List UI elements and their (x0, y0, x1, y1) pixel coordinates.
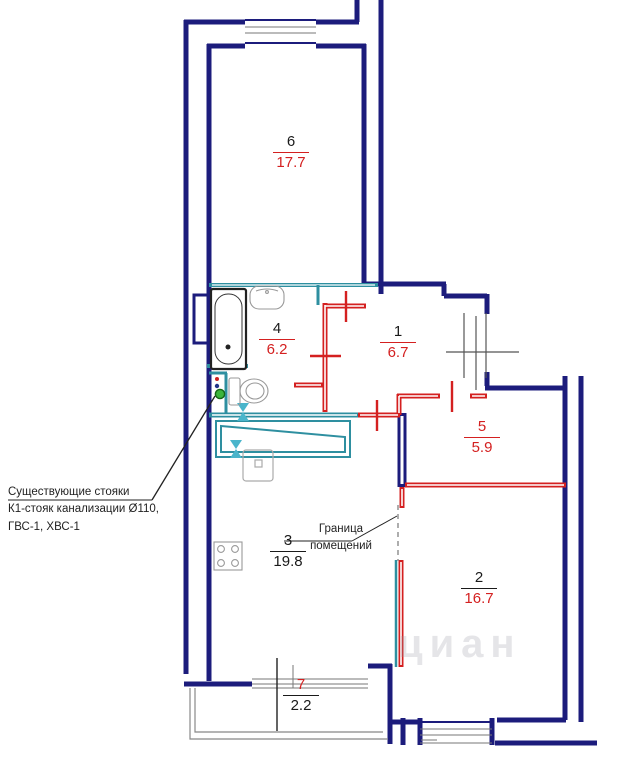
washing-machine (242, 449, 274, 482)
room-5-number: 5 (477, 418, 487, 435)
room-5-label: 5 5.9 (447, 418, 517, 457)
riser-shaft-pilaster (192, 293, 210, 345)
balcony-outline (189, 688, 388, 740)
room-4-label: 4 6.2 (242, 320, 312, 359)
room-5-divider (464, 436, 500, 438)
room-7-label: 7 2.2 (266, 676, 336, 715)
door-swing-symbols (230, 403, 249, 458)
risers-annotation-line2: К1-стояк канализации Ø110, (8, 503, 159, 516)
annotation-leaders (8, 395, 398, 542)
bathtub (209, 287, 248, 371)
room-7-area: 2.2 (290, 696, 312, 714)
room-3-label: 3 19.8 (253, 532, 323, 571)
room-3-area: 19.8 (273, 552, 303, 570)
watermark: циан (398, 622, 522, 666)
room-2-divider (461, 587, 497, 589)
room-1-label: 1 6.7 (363, 323, 433, 362)
riser-markers (214, 377, 226, 400)
new-partitions-red (294, 303, 566, 667)
room-4-area: 6.2 (266, 340, 288, 358)
sink (249, 285, 285, 310)
risers-annotation: Существующие стояки К1-стояк канализации… (8, 484, 178, 536)
room-4-divider (259, 338, 295, 340)
room-6-area: 17.7 (276, 153, 306, 171)
window-frames (245, 19, 492, 723)
room-6-number: 6 (286, 133, 296, 150)
risers-annotation-line1: Существующие стояки (8, 486, 130, 498)
room-3-number: 3 (283, 532, 293, 549)
room-1-area: 6.7 (387, 343, 409, 361)
hot-water-riser-dot (215, 377, 219, 381)
structural-walls (183, 0, 597, 746)
room-5-area: 5.9 (471, 438, 493, 456)
boundary-annotation-line1: Граница (318, 523, 364, 535)
room-7-divider (283, 694, 319, 696)
room-6-label: 6 17.7 (256, 133, 326, 172)
windows (245, 26, 492, 744)
room-1-number: 1 (393, 323, 403, 340)
toilet (228, 377, 269, 406)
room-2-label: 2 16.7 (444, 569, 514, 608)
room-2-number: 2 (474, 569, 484, 586)
room-3-divider (270, 550, 306, 552)
sewer-riser-dot (214, 388, 226, 400)
risers-annotation-line3: ГВС-1, ХВС-1 (8, 520, 80, 533)
opening-ticks (310, 291, 454, 431)
room-4-number: 4 (272, 320, 282, 337)
boundary-annotation: Граница помещений (296, 521, 386, 554)
room-1-divider (380, 341, 416, 343)
entrance-door (446, 313, 519, 390)
room-6-divider (273, 151, 309, 153)
room-2-area: 16.7 (464, 589, 494, 607)
cold-water-riser-dot (214, 383, 220, 389)
boundary-annotation-line2: помещений (310, 539, 372, 552)
room-7-number: 7 (296, 676, 306, 693)
stove (213, 541, 243, 571)
